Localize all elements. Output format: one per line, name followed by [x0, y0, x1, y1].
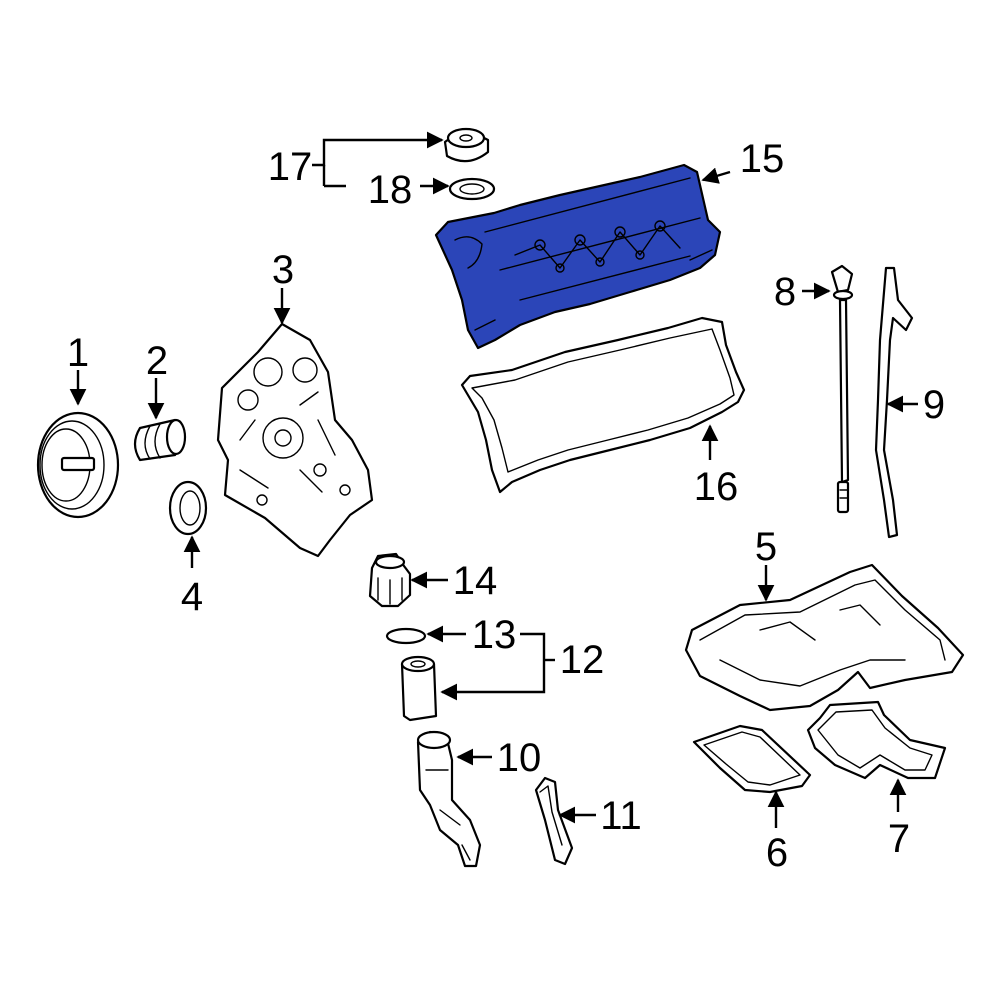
callout-1[interactable]: 1: [67, 331, 89, 375]
part-16-gasket[interactable]: [460, 316, 746, 494]
part-12-filter-element[interactable]: [400, 655, 438, 722]
callout-labels: 1 2 3 4 5 6 7 8 9 10 11 12 13 14 15 16 1…: [67, 137, 945, 875]
callout-8[interactable]: 8: [774, 270, 796, 314]
part-11-housing-gasket[interactable]: [534, 776, 574, 866]
part-14-filter-cap[interactable]: [368, 552, 412, 608]
callout-13[interactable]: 13: [472, 613, 517, 657]
part-9-dipstick-tube[interactable]: [874, 266, 914, 539]
callout-15[interactable]: 15: [740, 137, 785, 181]
callout-11[interactable]: 11: [600, 794, 642, 838]
callout-16[interactable]: 16: [694, 465, 739, 509]
part-4-seal[interactable]: [168, 480, 208, 536]
part-7-lower-pan[interactable]: [806, 700, 947, 780]
part-2-bushing[interactable]: [133, 418, 187, 462]
callout-10[interactable]: 10: [497, 736, 542, 780]
part-18-o-ring[interactable]: [448, 177, 496, 201]
leader-lines: [69, 131, 918, 828]
callout-18[interactable]: 18: [368, 168, 413, 212]
part-15-valve-cover[interactable]: [434, 163, 722, 350]
part-5-oil-pan[interactable]: [684, 563, 965, 712]
callout-4[interactable]: 4: [181, 575, 203, 619]
part-3-timing-cover[interactable]: [216, 322, 374, 558]
callout-3[interactable]: 3: [272, 248, 294, 292]
callout-9[interactable]: 9: [923, 383, 945, 427]
callout-2[interactable]: 2: [146, 339, 168, 383]
callout-14[interactable]: 14: [453, 559, 498, 603]
part-10-filter-housing[interactable]: [416, 730, 482, 868]
part-6-baffle[interactable]: [692, 724, 812, 794]
part-17-oil-cap[interactable]: [443, 127, 490, 163]
part-13-filter-seal[interactable]: [385, 627, 427, 645]
callout-7[interactable]: 7: [888, 817, 910, 861]
callout-12[interactable]: 12: [560, 638, 605, 682]
callout-6[interactable]: 6: [766, 831, 788, 875]
callout-5[interactable]: 5: [755, 525, 777, 569]
callout-17[interactable]: 17: [268, 145, 313, 189]
part-8-dipstick[interactable]: [830, 264, 854, 514]
part-1-pulley[interactable]: [36, 411, 120, 519]
